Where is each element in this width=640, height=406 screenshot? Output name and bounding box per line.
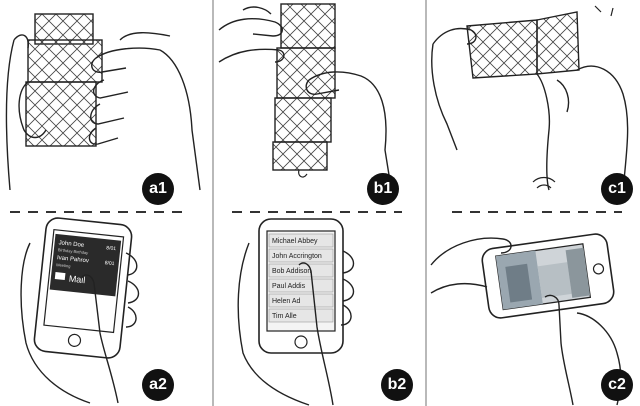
hand-holding-phone-mail-illustration: John Doe 8/01 Birthday Birthday Ivan Pah… (20, 217, 140, 404)
b2-contact-item[interactable]: Bob Addison (272, 268, 311, 275)
panel-b2: Michael Abbey John Accrington Bob Addiso… (213, 203, 425, 406)
b2-contact-item[interactable]: Paul Addis (272, 283, 306, 290)
hands-stretching-prototype-illustration (218, 3, 394, 201)
home-button-icon (592, 263, 605, 275)
panel-label-b1: b1 (367, 173, 399, 205)
a2-contact-2-name: Ivan Pahrov (57, 255, 89, 264)
panel-label-b2: b2 (381, 369, 413, 401)
panel-b1: b1 (213, 0, 425, 205)
hands-swiping-prototype-illustration (431, 5, 629, 191)
b2-contact-item[interactable]: Michael Abbey (272, 238, 318, 245)
a2-contact-1-name: John Doe (58, 240, 85, 249)
a2-contact-1-time: 8/01 (106, 245, 117, 252)
hands-holding-folded-prototype-illustration (5, 13, 201, 191)
mail-icon (54, 272, 66, 281)
a2-contact-2-time: 8/01 (104, 260, 115, 267)
hand-scrolling-contact-list-illustration: Michael Abbey John Accrington Bob Addiso… (237, 218, 355, 406)
contact-list: Michael Abbey John Accrington Bob Addiso… (268, 233, 334, 323)
panel-a1: a1 (0, 0, 212, 205)
row-separator-c (452, 211, 622, 213)
b2-contact-item[interactable]: Helen Ad (272, 298, 301, 305)
hands-landscape-phone-photo-illustration (430, 233, 622, 406)
row-separator-a (10, 211, 190, 213)
panel-a2: John Doe 8/01 Birthday Birthday Ivan Pah… (0, 203, 212, 406)
panel-c1: c1 (427, 0, 639, 205)
panel-c2: c2 (427, 203, 639, 406)
home-button-icon (294, 335, 308, 349)
a2-contact-2-sub: Meeting (56, 262, 71, 268)
panel-divider-left (212, 0, 214, 406)
a2-mail-label: Mail (68, 274, 85, 286)
panel-label-c1: c1 (601, 173, 633, 205)
row-separator-b (232, 211, 402, 213)
panel-label-c2: c2 (601, 369, 633, 401)
panel-divider-right (425, 0, 427, 406)
b2-contact-item[interactable]: Tim Alle (272, 313, 297, 320)
home-button-icon (67, 333, 82, 347)
panel-label-a2: a2 (142, 369, 174, 401)
b2-contact-item[interactable]: John Accrington (272, 253, 322, 260)
panel-label-a1: a1 (142, 173, 174, 205)
a2-contact-1-sub: Birthday Birthday (58, 247, 89, 255)
